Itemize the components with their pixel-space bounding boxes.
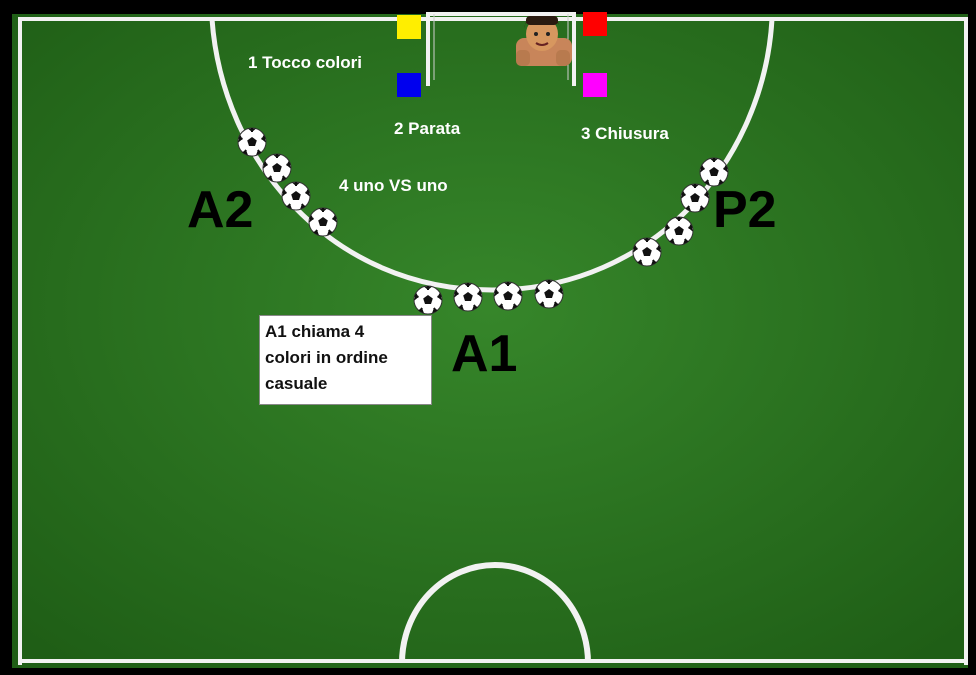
ball-icon xyxy=(493,281,523,311)
player-a1-label: A1 xyxy=(451,325,518,383)
ball-icon xyxy=(632,237,662,267)
ball-icon xyxy=(281,181,311,211)
instruction-note: A1 chiama 4 colori in ordine casuale xyxy=(259,315,432,405)
ball-icon xyxy=(664,216,694,246)
grass xyxy=(12,14,968,668)
ball-icon xyxy=(534,279,564,309)
ball-icon xyxy=(308,207,338,237)
goalkeeper-icon xyxy=(516,16,572,66)
cone-red xyxy=(583,12,607,36)
label-uno-vs-uno: 4 uno VS uno xyxy=(339,176,448,195)
ball-icon xyxy=(237,127,267,157)
ball-icon xyxy=(680,183,710,213)
note-line-3: casuale xyxy=(265,374,328,393)
goal xyxy=(426,12,576,86)
cone-yellow xyxy=(397,15,421,39)
player-p2-label: P2 xyxy=(713,181,777,239)
center-circle xyxy=(399,562,591,664)
ball-icon xyxy=(413,285,443,315)
label-parata: 2 Parata xyxy=(394,119,461,138)
label-chiusura: 3 Chiusura xyxy=(581,124,669,143)
ball-icon xyxy=(453,282,483,312)
note-line-2: colori in ordine xyxy=(265,348,388,367)
note-line-1: A1 chiama 4 xyxy=(265,322,365,341)
cone-blue xyxy=(397,73,421,97)
cone-magenta xyxy=(583,73,607,97)
player-a2-label: A2 xyxy=(187,181,254,239)
ball-icon xyxy=(262,153,292,183)
label-tocco-colori: 1 Tocco colori xyxy=(248,53,362,72)
